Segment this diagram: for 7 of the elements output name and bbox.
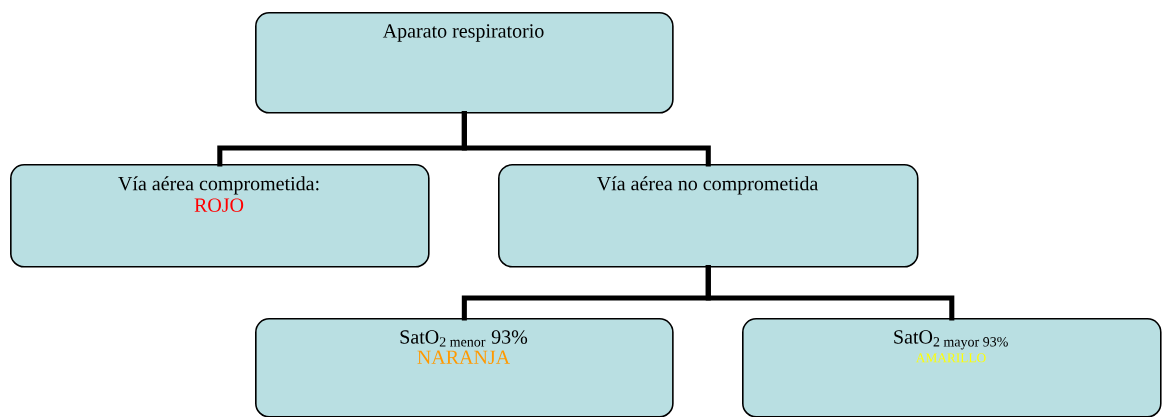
process-box: Aparato respiratorio: [255, 12, 674, 114]
process-box: Vía aérea no comprometida: [498, 164, 919, 268]
process-box: Vía aérea comprometida: ROJO: [10, 164, 430, 268]
process-box: SatO$_{2 mayor 93%}$ AMARILLO: [742, 318, 1162, 417]
connector-line: [461, 111, 711, 167]
connector-line: [705, 265, 955, 321]
process-box: SatO$_{2 menor}$ 93% NARANJA: [255, 318, 674, 417]
